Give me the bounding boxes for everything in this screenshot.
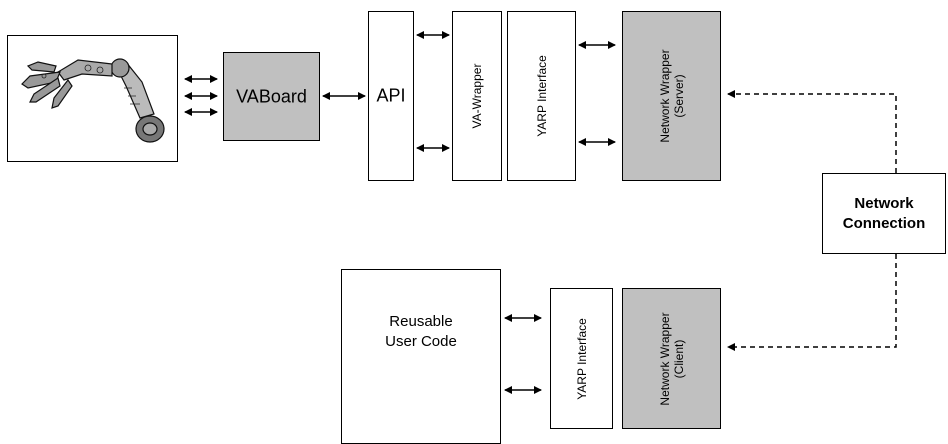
yarp-interface-client-box: YARP Interface	[550, 288, 613, 429]
network-wrapper-client-box: Network Wrapper (Client)	[622, 288, 721, 429]
vaboard-label: VABoard	[236, 86, 307, 106]
yarp-interface-server-label: YARP Interface	[534, 55, 549, 137]
reusable-user-code-label: Reusable User Code	[385, 313, 457, 350]
robot-arm-icon	[21, 58, 165, 143]
network-connection-label: Network Connection	[842, 194, 926, 232]
va-wrapper-label: VA-Wrapper	[470, 63, 484, 129]
network-wrapper-server-box: Network Wrapper (Server)	[622, 11, 721, 181]
network-wrapper-client-label: Network Wrapper (Client)	[657, 311, 686, 406]
reusable-user-code-box: Reusable User Code	[341, 269, 501, 444]
api-box: API	[368, 11, 414, 181]
network-link-server	[727, 90, 897, 173]
yarp-interface-server-box: YARP Interface	[507, 11, 576, 181]
network-connection-box: Network Connection	[822, 173, 946, 254]
network-wrapper-server-label: Network Wrapper (Server)	[657, 49, 686, 143]
api-label: API	[376, 85, 406, 106]
vaboard-box: VABoard	[223, 52, 320, 141]
yarp-interface-client-label: YARP Interface	[574, 317, 589, 400]
va-wrapper-box: VA-Wrapper	[452, 11, 502, 181]
network-link-client	[727, 254, 897, 351]
robot-image-frame	[7, 35, 178, 162]
